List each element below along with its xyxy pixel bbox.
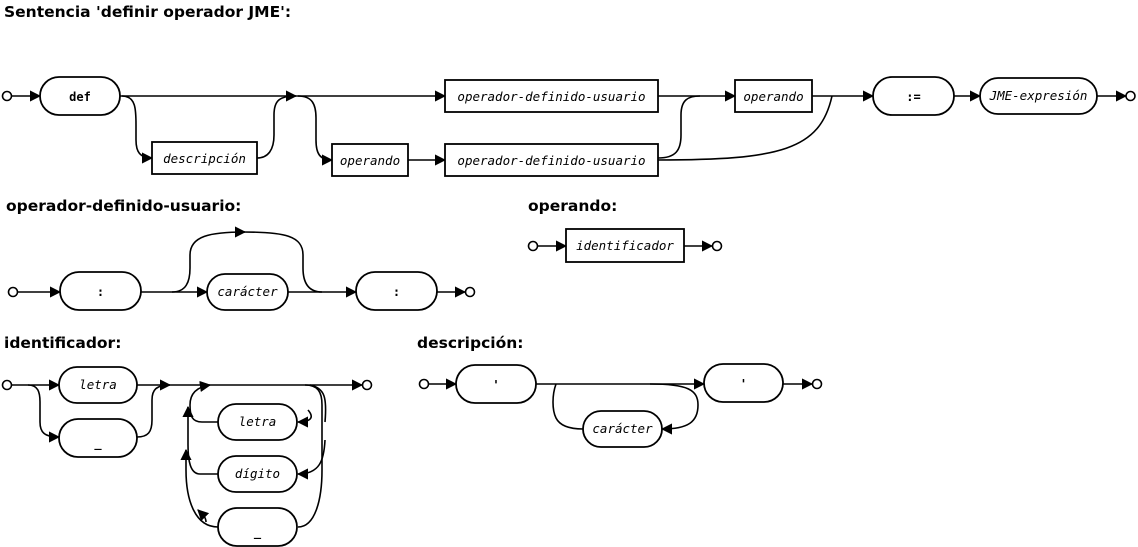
identificador-title: identificador: bbox=[4, 334, 121, 352]
letra-label: letra bbox=[239, 414, 277, 429]
nonterminal-identificador: identificador bbox=[565, 228, 685, 263]
colon-label: : bbox=[97, 285, 104, 299]
end-node bbox=[361, 379, 373, 391]
operador-diagram: operador-definido-usuario: : carácter : bbox=[6, 197, 476, 311]
operando-title: operando: bbox=[528, 197, 617, 215]
nonterminal-caracter-2: carácter bbox=[582, 410, 663, 448]
connector bbox=[657, 95, 701, 159]
operando-diagram: operando: identificador bbox=[527, 197, 723, 263]
start-node bbox=[418, 378, 430, 390]
connector bbox=[297, 95, 334, 166]
connector bbox=[180, 448, 219, 528]
colon-label: : bbox=[393, 285, 400, 299]
identificador-label: identificador bbox=[576, 238, 674, 253]
nonterminal-descripcion: descripción bbox=[151, 141, 258, 175]
start-node bbox=[527, 240, 539, 252]
letra-label: letra bbox=[79, 377, 117, 392]
def-label: def bbox=[69, 90, 91, 104]
quote-label: ' bbox=[492, 378, 499, 392]
quote-label: ' bbox=[740, 377, 747, 391]
connector bbox=[296, 439, 326, 480]
connector bbox=[197, 509, 210, 523]
sentencia-title: Sentencia 'definir operador JME': bbox=[4, 3, 291, 21]
terminal-underscore-1: _ bbox=[58, 418, 138, 458]
operador-label: operador-definido-usuario bbox=[457, 89, 645, 104]
connector bbox=[182, 405, 218, 475]
caracter-label: carácter bbox=[217, 284, 278, 299]
connector bbox=[657, 95, 833, 161]
start-node bbox=[1, 90, 13, 102]
connector bbox=[171, 226, 247, 293]
start-node bbox=[1, 379, 13, 391]
terminal-quote-1: ' bbox=[455, 364, 537, 404]
connector bbox=[297, 384, 323, 528]
connector bbox=[552, 383, 584, 430]
nonterminal-operador-top: operador-definido-usuario bbox=[444, 79, 659, 113]
operador-title: operador-definido-usuario: bbox=[6, 197, 241, 215]
connector bbox=[256, 90, 298, 159]
end-node bbox=[1125, 90, 1136, 102]
descripcion-diagram: descripción: ' ' carácter bbox=[417, 334, 823, 448]
identificador-diagram: identificador: letra _ letra dígito bbox=[1, 334, 373, 547]
digito-label: dígito bbox=[235, 466, 280, 481]
underscore-label: _ bbox=[94, 436, 102, 451]
underscore-label: _ bbox=[254, 525, 262, 540]
connector bbox=[189, 380, 218, 423]
sentencia-diagram: Sentencia 'definir operador JME': def de… bbox=[1, 3, 1136, 177]
descripcion-label: descripción bbox=[163, 151, 246, 166]
end-node bbox=[464, 286, 476, 298]
jme-expresion-label: JME-expresión bbox=[989, 88, 1088, 103]
operador-label: operador-definido-usuario bbox=[457, 153, 645, 168]
terminal-colon-2: : bbox=[355, 271, 438, 311]
terminal-quote-2: ' bbox=[703, 363, 784, 403]
nonterminal-operando-1: operando bbox=[331, 143, 409, 177]
connector bbox=[121, 95, 154, 164]
terminal-def: def bbox=[39, 76, 121, 116]
terminal-underscore-2: _ bbox=[217, 507, 298, 547]
nonterminal-letra-1: letra bbox=[58, 366, 138, 404]
nonterminal-operador-bottom: operador-definido-usuario bbox=[444, 143, 659, 177]
operando-label: operando bbox=[743, 89, 803, 104]
operando-label: operando bbox=[340, 153, 400, 168]
connector bbox=[649, 383, 699, 435]
connector bbox=[136, 379, 172, 438]
connector bbox=[296, 409, 312, 428]
nonterminal-jme-expresion: JME-expresión bbox=[979, 77, 1098, 115]
end-node bbox=[811, 378, 823, 390]
terminal-colon-1: : bbox=[59, 271, 142, 311]
end-node bbox=[711, 240, 723, 252]
nonterminal-letra-2: letra bbox=[217, 403, 298, 441]
terminal-assign: := bbox=[872, 76, 955, 116]
nonterminal-caracter: carácter bbox=[206, 273, 289, 311]
connector bbox=[242, 231, 323, 293]
nonterminal-operando-2: operando bbox=[734, 79, 813, 113]
start-node bbox=[7, 286, 19, 298]
assign-label: := bbox=[906, 90, 920, 104]
descripcion-title: descripción: bbox=[417, 334, 523, 352]
nonterminal-digito: dígito bbox=[217, 455, 298, 493]
caracter-label: carácter bbox=[592, 421, 653, 436]
connector bbox=[27, 384, 61, 443]
connector bbox=[309, 384, 327, 423]
